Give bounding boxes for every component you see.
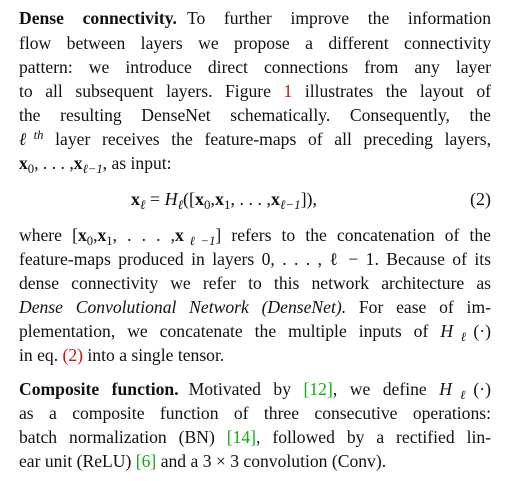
text-span: plementation, we concatenate the multipl…	[19, 321, 429, 341]
math-x: x	[270, 189, 280, 209]
math-H: H	[440, 321, 454, 341]
text-span: to all subsequent layers. Figure	[19, 81, 271, 101]
equation-reference-link[interactable]: (2)	[62, 345, 84, 365]
text-span: , we define	[332, 379, 427, 399]
para1-line7: x0, . . . ,xℓ−1, as input:	[19, 151, 491, 175]
para1-line1: Dense connectivity. To further improve th…	[19, 6, 491, 30]
text-span: Motivated by	[188, 379, 292, 399]
subscript: 0	[86, 233, 94, 248]
figure-reference-link[interactable]: 1	[283, 81, 293, 101]
citation-6-link[interactable]: [6]	[135, 451, 157, 471]
equation-body: xℓ = Hℓ([x0,x1, . . . ,xℓ−1]),	[131, 185, 317, 213]
math-x: x	[131, 189, 140, 209]
subscript: ℓ	[453, 329, 474, 344]
text-span: batch normalization (BN)	[19, 427, 215, 447]
math-x: x	[73, 153, 83, 173]
subscript: 1	[223, 196, 231, 212]
comma: ,	[210, 189, 215, 209]
para2-line1: where [x0,x1, . . . ,xℓ−1] refers to the…	[19, 223, 491, 247]
para1-line5: the resulting DenseNet schematically. Co…	[19, 105, 491, 125]
text-span: ear unit (ReLU)	[19, 451, 132, 471]
subscript: ℓ−1	[279, 196, 301, 212]
subscript: ℓ	[177, 196, 183, 212]
para1-line6: ℓth layer receives the feature-maps of a…	[19, 127, 491, 151]
para2-line2: feature-maps produced in layers 0, . . .…	[19, 249, 491, 269]
text-span: layer receives the feature-maps of all p…	[55, 129, 492, 149]
equation-2: xℓ = Hℓ([x0,x1, . . . ,xℓ−1]), (2)	[19, 185, 491, 213]
math-x: x	[194, 189, 204, 209]
para3-line2: as a composite function of three consecu…	[19, 403, 491, 423]
para2-line4: Dense Convolutional Network (DenseNet). …	[19, 295, 491, 319]
subscript: 0	[203, 196, 211, 212]
citation-12-link[interactable]: [12]	[303, 379, 333, 399]
text-span: where [	[19, 225, 78, 245]
text-span: and a 3 × 3 convolution (Conv).	[160, 451, 387, 471]
math-x: x	[77, 225, 87, 245]
math-x: x	[97, 225, 107, 245]
text-span: For ease of im-	[358, 297, 491, 317]
para1-line3: pattern: we introduce direct connections…	[19, 57, 491, 77]
text-span: into a single tensor.	[87, 345, 225, 365]
text-span: , . . . ,	[34, 153, 74, 173]
subscript: ℓ−1	[82, 161, 103, 176]
text-span: (·)	[473, 379, 491, 399]
dense-connectivity-heading: Dense connectivity.	[19, 8, 177, 28]
math-H: H	[164, 189, 178, 209]
subscript: ℓ	[451, 387, 474, 402]
text-span: in eq.	[19, 345, 59, 365]
text-span: , followed by a rectified lin-	[256, 427, 492, 447]
para1-line2: flow between layers we propose a differe…	[19, 33, 491, 53]
para2-line5: plementation, we concatenate the multipl…	[19, 319, 491, 343]
bracket-open: ([	[182, 189, 195, 209]
text-span: , as input:	[102, 153, 172, 173]
text-span: ] refers to the concatenation of the	[215, 225, 491, 245]
subscript: ℓ−1	[183, 233, 216, 248]
equals-sign: =	[149, 189, 161, 209]
ell-symbol: ℓ	[19, 129, 34, 149]
math-x: x	[175, 225, 184, 245]
math-H: H	[439, 379, 452, 399]
composite-function-heading: Composite function.	[19, 379, 179, 399]
text-span: illustrates the layout of	[304, 81, 491, 101]
para3-line4: ear unit (ReLU) [6] and a 3 × 3 convolut…	[19, 449, 491, 473]
subscript: 1	[106, 233, 113, 248]
para2-line3: dense connectivity we refer to this netw…	[19, 273, 491, 293]
text-span: (·)	[473, 321, 491, 341]
subscript: ℓ	[140, 196, 146, 212]
para1-line4: to all subsequent layers. Figure 1 illus…	[19, 79, 491, 103]
dots: , . . . ,	[112, 225, 176, 245]
math-x: x	[214, 189, 224, 209]
para3-line1: Composite function. Motivated by [12], we…	[19, 377, 491, 401]
superscript: th	[33, 128, 44, 143]
densenet-italic: Dense Convolutional Network (DenseNet).	[19, 297, 347, 317]
subscript: 0	[27, 161, 35, 176]
para3-line3: batch normalization (BN) [14], followed …	[19, 425, 491, 449]
citation-14-link[interactable]: [14]	[226, 427, 257, 447]
para2-line6: in eq. (2) into a single tensor.	[19, 343, 491, 367]
equation-number: (2)	[470, 189, 491, 209]
dots: , . . . ,	[230, 189, 271, 209]
math-x: x	[19, 153, 28, 173]
comma: ,	[93, 225, 98, 245]
text-span: To further improve the information	[186, 8, 491, 28]
bracket-close: ]),	[300, 189, 318, 209]
